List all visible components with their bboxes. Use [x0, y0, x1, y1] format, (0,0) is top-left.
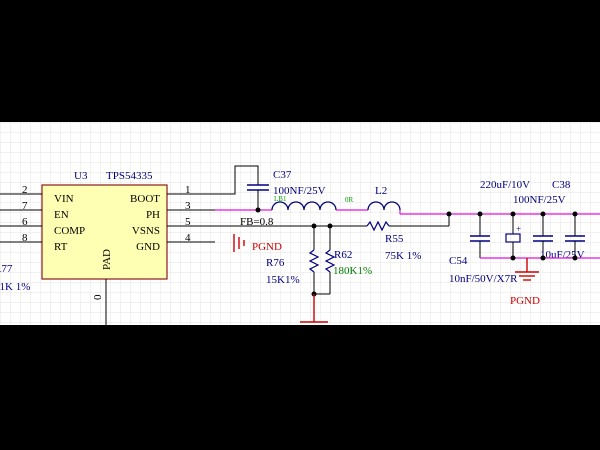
ic-pin-comp[interactable]: 6 COMP	[0, 216, 85, 237]
c38-value: 100NF/25V	[513, 194, 566, 206]
ic-pin-gnd[interactable]: 4 GND	[136, 232, 215, 253]
pin-name: RT	[54, 241, 68, 253]
cap-polarity-plus: +	[516, 224, 521, 234]
resistor-r77[interactable]: R77 51K 1%	[0, 263, 30, 293]
pin-name: PAD	[101, 249, 113, 270]
c54-designator: C54	[449, 255, 468, 267]
ic-pin-ph[interactable]: 3 PH	[146, 200, 215, 221]
ic-body	[41, 184, 168, 280]
pin-name: BOOT	[130, 193, 160, 205]
pin-number: 2	[22, 184, 28, 196]
pin-number: 6	[22, 216, 28, 228]
capacitor-c37[interactable]: C37 100NF/25V	[215, 165, 326, 210]
r76-designator: R76	[266, 257, 285, 269]
r76-value: 15K1%	[266, 274, 300, 286]
r55-zigzag	[366, 220, 390, 232]
r55-value: 75K 1%	[385, 250, 421, 262]
r55-designator: R55	[385, 233, 404, 245]
r62-zigzag	[324, 249, 336, 273]
ic-pin-boot[interactable]: 1 BOOT	[130, 184, 215, 205]
pgnd-label: PGND	[252, 241, 282, 253]
pin-number: 4	[185, 232, 191, 244]
junction-dot	[510, 255, 516, 261]
c38-designator: C38	[552, 179, 571, 191]
capacitor-220uf[interactable]: + 220uF/10V	[480, 179, 530, 258]
l2-designator: L2	[375, 185, 387, 197]
pin-name: VIN	[54, 193, 74, 205]
resistor-r55[interactable]: R55 75K 1%	[366, 214, 450, 262]
c37-value: 100NF/25V	[273, 185, 326, 197]
pin-name: EN	[54, 209, 69, 221]
c-last-value: 10uF/25V	[540, 249, 585, 261]
pin-number: 7	[22, 200, 28, 212]
fb-net-label: FB=0.8	[240, 216, 274, 228]
pin-name: PH	[146, 209, 160, 221]
lb1-coil	[271, 201, 337, 211]
ic-pin-vin[interactable]: 2 VIN	[0, 184, 74, 205]
junction-dot	[572, 255, 578, 261]
capacitor-c54[interactable]: C54 10nF/50V/X7R	[449, 214, 518, 285]
r77-designator: R77	[0, 263, 13, 275]
inductor-l2[interactable]: L2	[367, 185, 401, 211]
ic-pin-pad[interactable]: PAD 0	[92, 249, 113, 325]
capacitor-c38[interactable]: C38 100NF/25V	[513, 179, 571, 258]
cap220-value: 220uF/10V	[480, 179, 530, 191]
pin-name: GND	[136, 241, 160, 253]
resistor-r76[interactable]: R76 15K1%	[266, 226, 320, 294]
pin-number: 1	[185, 184, 191, 196]
r77-value: 51K 1%	[0, 281, 30, 293]
ic-u3[interactable]: U3 TPS54335 2 VIN 7 EN 6 COMP 8 RT	[0, 170, 215, 325]
boot-wire	[215, 165, 259, 195]
zero-ohm-label: 0R	[345, 196, 354, 204]
pin-number: 5	[185, 216, 191, 228]
c54-value: 10nF/50V/X7R	[449, 273, 518, 285]
r62-value: 180K1%	[333, 265, 372, 277]
pgnd-label: PGND	[510, 295, 540, 307]
resistor-r62[interactable]: R62 180K1%	[324, 226, 372, 294]
r76-zigzag	[308, 249, 320, 273]
r62-designator: R62	[334, 249, 352, 261]
pin-name: COMP	[54, 225, 85, 237]
ic-designator: U3	[74, 170, 88, 182]
inductor-lb1[interactable]: LB1 0R	[271, 195, 354, 211]
c37-designator: C37	[273, 169, 292, 181]
junction-dot	[540, 255, 546, 261]
pin-number: 3	[185, 200, 191, 212]
pin-number: 8	[22, 232, 28, 244]
pin-name: VSNS	[132, 225, 160, 237]
lb1-designator: LB1	[274, 195, 287, 203]
l2-coil	[367, 201, 401, 211]
ic-pin-rt[interactable]: 8 RT	[0, 232, 68, 253]
schematic-sheet: U3 TPS54335 2 VIN 7 EN 6 COMP 8 RT	[0, 122, 600, 325]
junction-dot	[255, 207, 261, 213]
ic-pin-vsns[interactable]: 5 VSNS	[132, 216, 215, 237]
pin-number: 0	[92, 294, 104, 300]
pgnd-symbol-output[interactable]: PGND	[510, 258, 540, 307]
ic-pin-en[interactable]: 7 EN	[0, 200, 69, 221]
ic-part-number: TPS54335	[106, 170, 153, 182]
pgnd-symbol-ic[interactable]: PGND	[233, 234, 282, 253]
